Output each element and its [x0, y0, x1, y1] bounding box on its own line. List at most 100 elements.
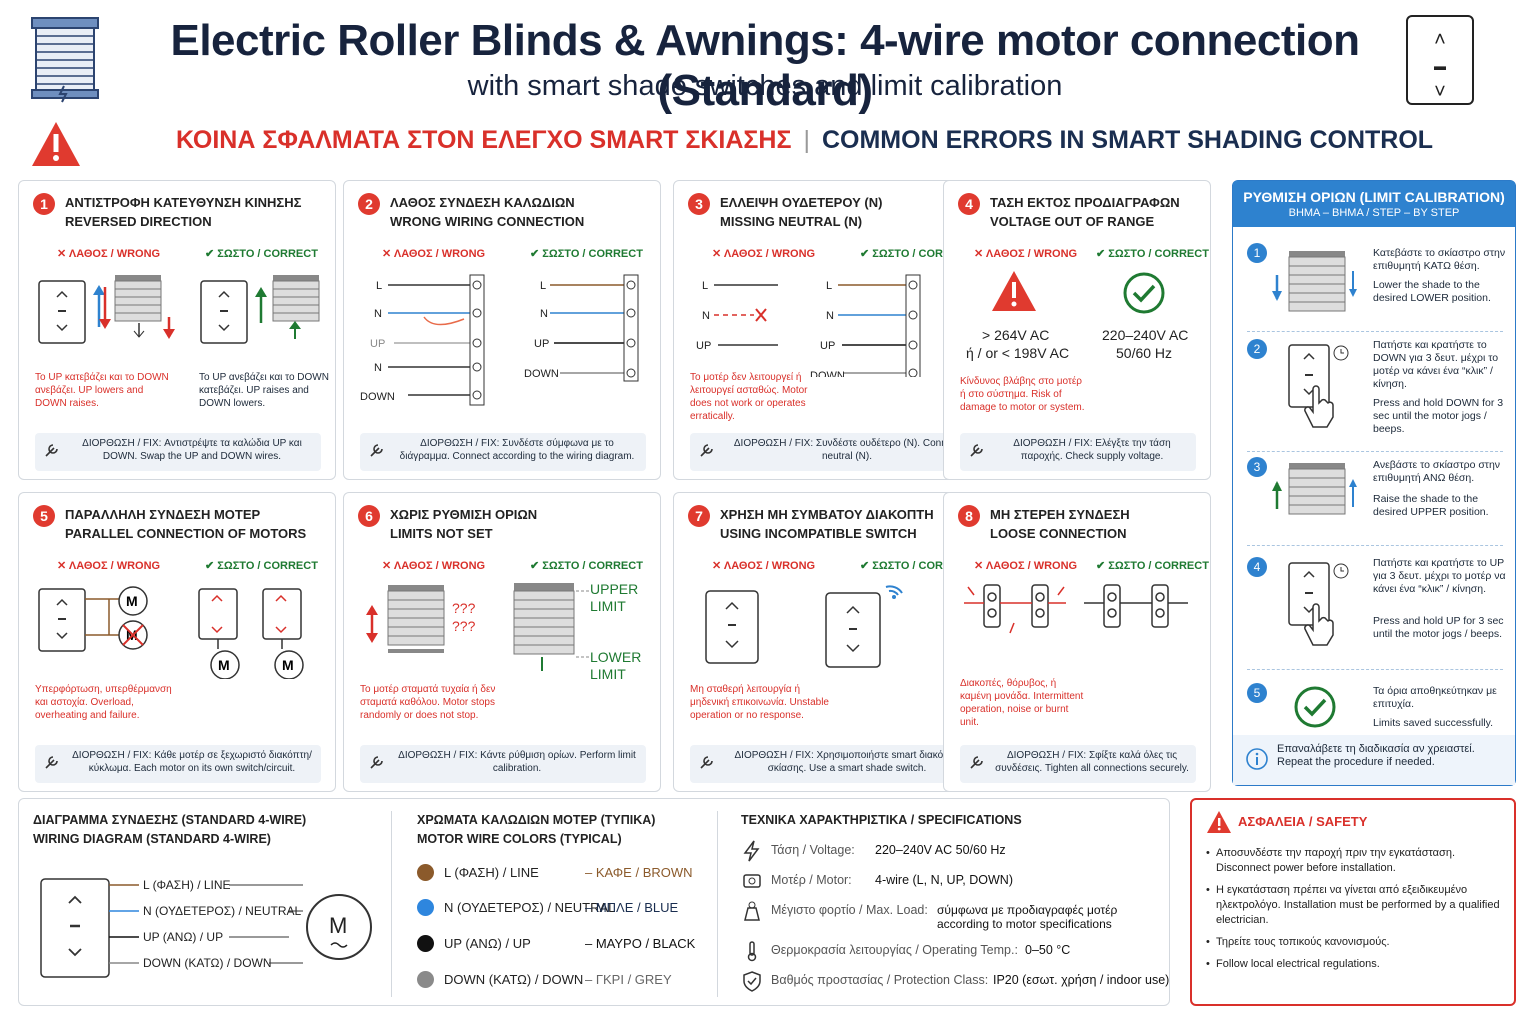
limits-not-set-illustration: ?????? — [366, 583, 590, 671]
step-text-english: Press and hold DOWN for 3 sec until the … — [1373, 397, 1504, 435]
wrong-label: ✕ ΛΑΘΟΣ / WRONG — [57, 248, 161, 260]
shade-switch-icon: ˄ ▬ ˅ — [1406, 15, 1474, 105]
lower-limit-label: LOWER LIMIT — [590, 649, 642, 682]
safety-item: Αποσυνδέστε την παροχή πριν την εγκατάστ… — [1206, 846, 1506, 876]
wire-label-down: DOWN — [360, 391, 395, 403]
fix-box: ΔΙΟΡΘΩΣΗ / FIX: Συνδέστε σύμφωνα με το δ… — [360, 433, 646, 471]
wrong-label: ✕ ΛΑΘΟΣ / WRONG — [712, 248, 816, 260]
wiring-diagram: L (ΦΑΣΗ) / LINE N (ΟΥΔΕΤΕΡΟΣ) / NEUTRAL … — [40, 878, 372, 978]
wrong-label: ✕ ΛΑΘΟΣ / WRONG — [382, 248, 486, 260]
wrench-icon — [970, 444, 983, 457]
safety-panel: ΑΣΦΑΛΕΙΑ / SAFETY Αποσυνδέστε την παροχή… — [1190, 798, 1516, 1006]
diagram-label-up: UP (ΑΝΩ) / UP — [143, 930, 223, 944]
wire-label-l: L — [540, 280, 546, 292]
safety-item: Τηρείτε τους τοπικούς κανονισμούς. — [1206, 935, 1506, 950]
footer-text-english: Repeat the procedure if needed. — [1277, 756, 1435, 768]
grey-dot-icon — [417, 971, 434, 988]
voltage-correct: 220–240V AC — [1102, 327, 1189, 343]
step-text-greek: Πατήστε και κρατήστε το DOWN για 3 δευτ.… — [1373, 339, 1499, 390]
colors-heading: ΧΡΩΜΑΤΑ ΚΑΛΩΔΙΩΝ ΜΟΤΕΡ (ΤΥΠΙΚΑ) MOTOR WI… — [417, 811, 655, 849]
weight-icon — [744, 901, 760, 921]
wrench-icon — [700, 444, 713, 457]
svg-text:M: M — [282, 657, 294, 673]
motor-symbol: M — [329, 913, 347, 938]
chevron-down-icon: ˅ — [1434, 81, 1446, 103]
fix-text: ΔΙΟΡΘΩΣΗ / FIX: Χρησιμοποιήστε smart δια… — [734, 750, 960, 774]
shade-lowering-icon — [1272, 251, 1357, 312]
wire-label-up: UP — [534, 338, 549, 350]
correct-label: ✔ ΣΩΣΤΟ / CORRECT — [530, 248, 643, 260]
note-wrong: Το μοτέρ σταματά τυχαία ή δεν σταματά κα… — [360, 684, 496, 721]
correct-label: ✔ ΣΩΣΤΟ / CORRECT — [530, 560, 643, 572]
wrench-icon — [970, 756, 983, 769]
diagram-label-line: L (ΦΑΣΗ) / LINE — [143, 878, 231, 892]
safety-list: Αποσυνδέστε την παροχή πριν την εγκατάστ… — [1206, 846, 1506, 979]
diagram-heading-greek: ΔΙΑΓΡΑΜΜΑ ΣΥΝΔΕΣΗΣ (STANDARD 4-WIRE) — [33, 813, 307, 827]
card-number: 4 — [958, 193, 980, 215]
card-title-english: WRONG WIRING CONNECTION — [390, 214, 585, 229]
card-title-english: REVERSED DIRECTION — [65, 214, 212, 229]
calibration-footer: Επαναλάβετε τη διαδικασία αν χρειαστεί. … — [1233, 735, 1515, 785]
fix-text: ΔΙΟΡΘΩΣΗ / FIX: Συνδέστε ουδέτερο (N). C… — [733, 438, 961, 462]
wrong-label: ✕ ΛΑΘΟΣ / WRONG — [974, 248, 1078, 260]
wire-label-down: DOWN — [524, 368, 559, 380]
spec-label: Μοτέρ / Motor: — [771, 873, 852, 887]
wire-color: – ΜΑΥΡΟ / BLACK — [585, 936, 696, 951]
svg-text:M: M — [126, 593, 138, 609]
card-number: 1 — [33, 193, 55, 215]
upper-limit-label: UPPER LIMIT — [590, 581, 639, 614]
safety-item: Follow local electrical regulations. — [1206, 957, 1506, 972]
wire-name: L (ΦΑΣΗ) / LINE — [444, 865, 539, 880]
wire-label-n: N — [374, 362, 382, 374]
wire-color: – ΜΠΛΕ / BLUE — [585, 900, 679, 915]
card-number: 2 — [358, 193, 380, 215]
note-wrong: Μη σταθερή λειτουργία ή μηδενική επικοιν… — [690, 684, 829, 721]
wifi-icon — [885, 585, 903, 596]
frequency-correct: 50/60 Hz — [1116, 345, 1173, 361]
spec-value: 220–240V AC 50/60 Hz — [875, 843, 1006, 857]
loose-connection-illustration — [964, 584, 1188, 634]
calibration-subtitle: ΒΗΜΑ – ΒΗΜΑ / STEP – BY STEP — [1288, 207, 1460, 219]
spec-value: 4-wire (L, N, UP, DOWN) — [875, 873, 1013, 887]
correct-label: ✔ ΣΩΣΤΟ / CORRECT — [205, 560, 318, 572]
footer-text-greek: Επαναλάβετε τη διαδικασία αν χρειαστεί. — [1277, 743, 1475, 755]
brown-dot-icon — [417, 864, 434, 881]
wire-label-l: L — [826, 280, 832, 292]
calibration-title: ΡΥΘΜΙΣΗ ΟΡΙΩΝ (LIMIT CALIBRATION) — [1243, 189, 1505, 205]
chevron-up-icon: ˄ — [1434, 29, 1446, 51]
info-icon — [1246, 748, 1268, 770]
wire-name: UP (ΑΝΩ) / UP — [444, 936, 531, 951]
wire-color: – ΚΑΦΕ / BROWN — [585, 865, 693, 880]
step-number: 5 — [1247, 683, 1267, 703]
step-text-english: Press and hold UP for 3 sec until the mo… — [1373, 615, 1504, 640]
step-number: 2 — [1247, 339, 1267, 359]
errors-banner: ΚΟΙΝΑ ΣΦΑΛΜΑΤΑ ΣΤΟΝ ΕΛΕΓΧΟ SMART ΣΚΙΑΣΗΣ… — [176, 126, 1433, 155]
wire-name: DOWN (ΚΑΤΩ) / DOWN — [444, 972, 584, 987]
correct-label: ✔ ΣΩΣΤΟ / CORRECT — [1096, 560, 1209, 572]
step-text-greek: Ανεβάστε το σκίαστρο στην επιθυμητή ΑΝΩ … — [1373, 459, 1501, 484]
warning-icon — [992, 271, 1036, 311]
card-title-english: PARALLEL CONNECTION OF MOTORS — [65, 526, 307, 541]
error-card-2: 2 ΛΑΘΟΣ ΣΥΝΔΕΣΗ ΚΑΛΩΔΙΩΝ WRONG WIRING CO… — [343, 180, 661, 480]
fix-text: ΔΙΟΡΘΩΣΗ / FIX: Κάθε μοτέρ σε ξεχωριστό … — [72, 750, 312, 774]
diagram-heading: ΔΙΑΓΡΑΜΜΑ ΣΥΝΔΕΣΗΣ (STANDARD 4-WIRE) WIR… — [33, 811, 306, 849]
fix-box: ΔΙΟΡΘΩΣΗ / FIX: Σφίξτε καλά όλες τις συν… — [960, 745, 1196, 783]
card-title-english: LIMITS NOT SET — [390, 526, 493, 541]
spec-value: σύμφωνα με προδιαγραφές μοτέρ according … — [937, 903, 1118, 931]
step-number: 4 — [1247, 557, 1267, 577]
question-marks-1: ??? — [452, 600, 476, 616]
wire-label-n: N — [702, 310, 710, 322]
note-wrong: Διακοπές, θόρυβος, ή καμένη μονάδα. Inte… — [960, 678, 1084, 728]
wire-label-up: UP — [696, 340, 711, 352]
parallel-motors-illustration: M M M M — [38, 586, 304, 679]
correct-label: ✔ ΣΩΣΤΟ / CORRECT — [1096, 248, 1209, 260]
step-text-greek: Τα όρια αποθηκεύτηκαν με επιτυχία. — [1373, 685, 1497, 710]
card-number: 6 — [358, 505, 380, 527]
wrong-label: ✕ ΛΑΘΟΣ / WRONG — [382, 560, 486, 572]
fix-text: ΔΙΟΡΘΩΣΗ / FIX: Σφίξτε καλά όλες τις συν… — [995, 750, 1189, 774]
card-title-english: LOOSE CONNECTION — [990, 526, 1127, 541]
press-down-icon — [1288, 344, 1349, 428]
fix-box: ΔΙΟΡΘΩΣΗ / FIX: Κάντε ρύθμιση ορίων. Per… — [360, 745, 646, 783]
